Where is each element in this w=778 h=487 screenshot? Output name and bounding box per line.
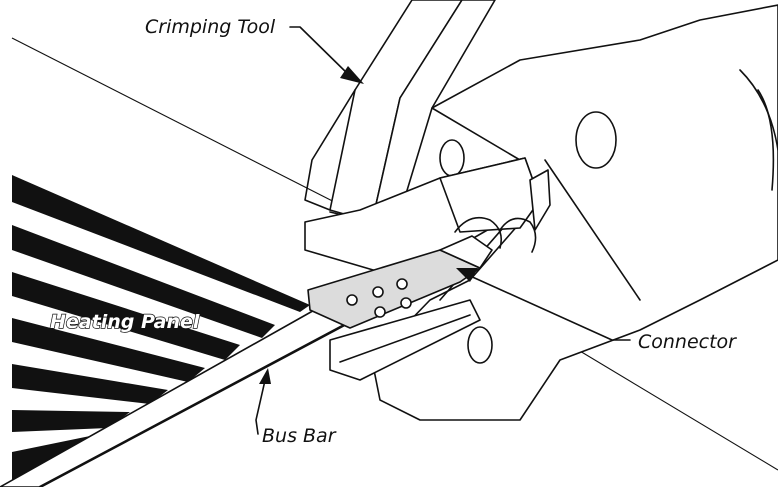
connector (307, 235, 493, 329)
heating-stripe (12, 225, 275, 338)
heating-stripe (12, 272, 240, 360)
connector-hole (400, 297, 412, 309)
crimping-jaw (304, 157, 551, 381)
heating-stripe (12, 175, 310, 312)
heating-stripe (12, 318, 205, 382)
connector-hole (346, 294, 358, 306)
callout-arrows (255, 26, 631, 435)
heating-panel (12, 175, 310, 487)
pivot-hole (575, 111, 617, 169)
label-connector: Connector (638, 331, 737, 353)
connector-hole (396, 278, 408, 290)
connector-hole (372, 286, 384, 298)
label-heating-panel: Heating Panel (50, 311, 200, 333)
arrow-bus-bar (255, 375, 267, 435)
pivot-hole (439, 139, 465, 177)
arrow-connector (467, 274, 631, 341)
connector-hole (374, 306, 386, 318)
arrow-crimping-tool (289, 26, 353, 79)
heating-stripe (12, 410, 130, 432)
pivot-hole (467, 326, 493, 364)
label-crimping-tool: Crimping Tool (145, 16, 276, 38)
label-bus-bar: Bus Bar (262, 425, 337, 447)
heating-stripe (12, 364, 168, 404)
